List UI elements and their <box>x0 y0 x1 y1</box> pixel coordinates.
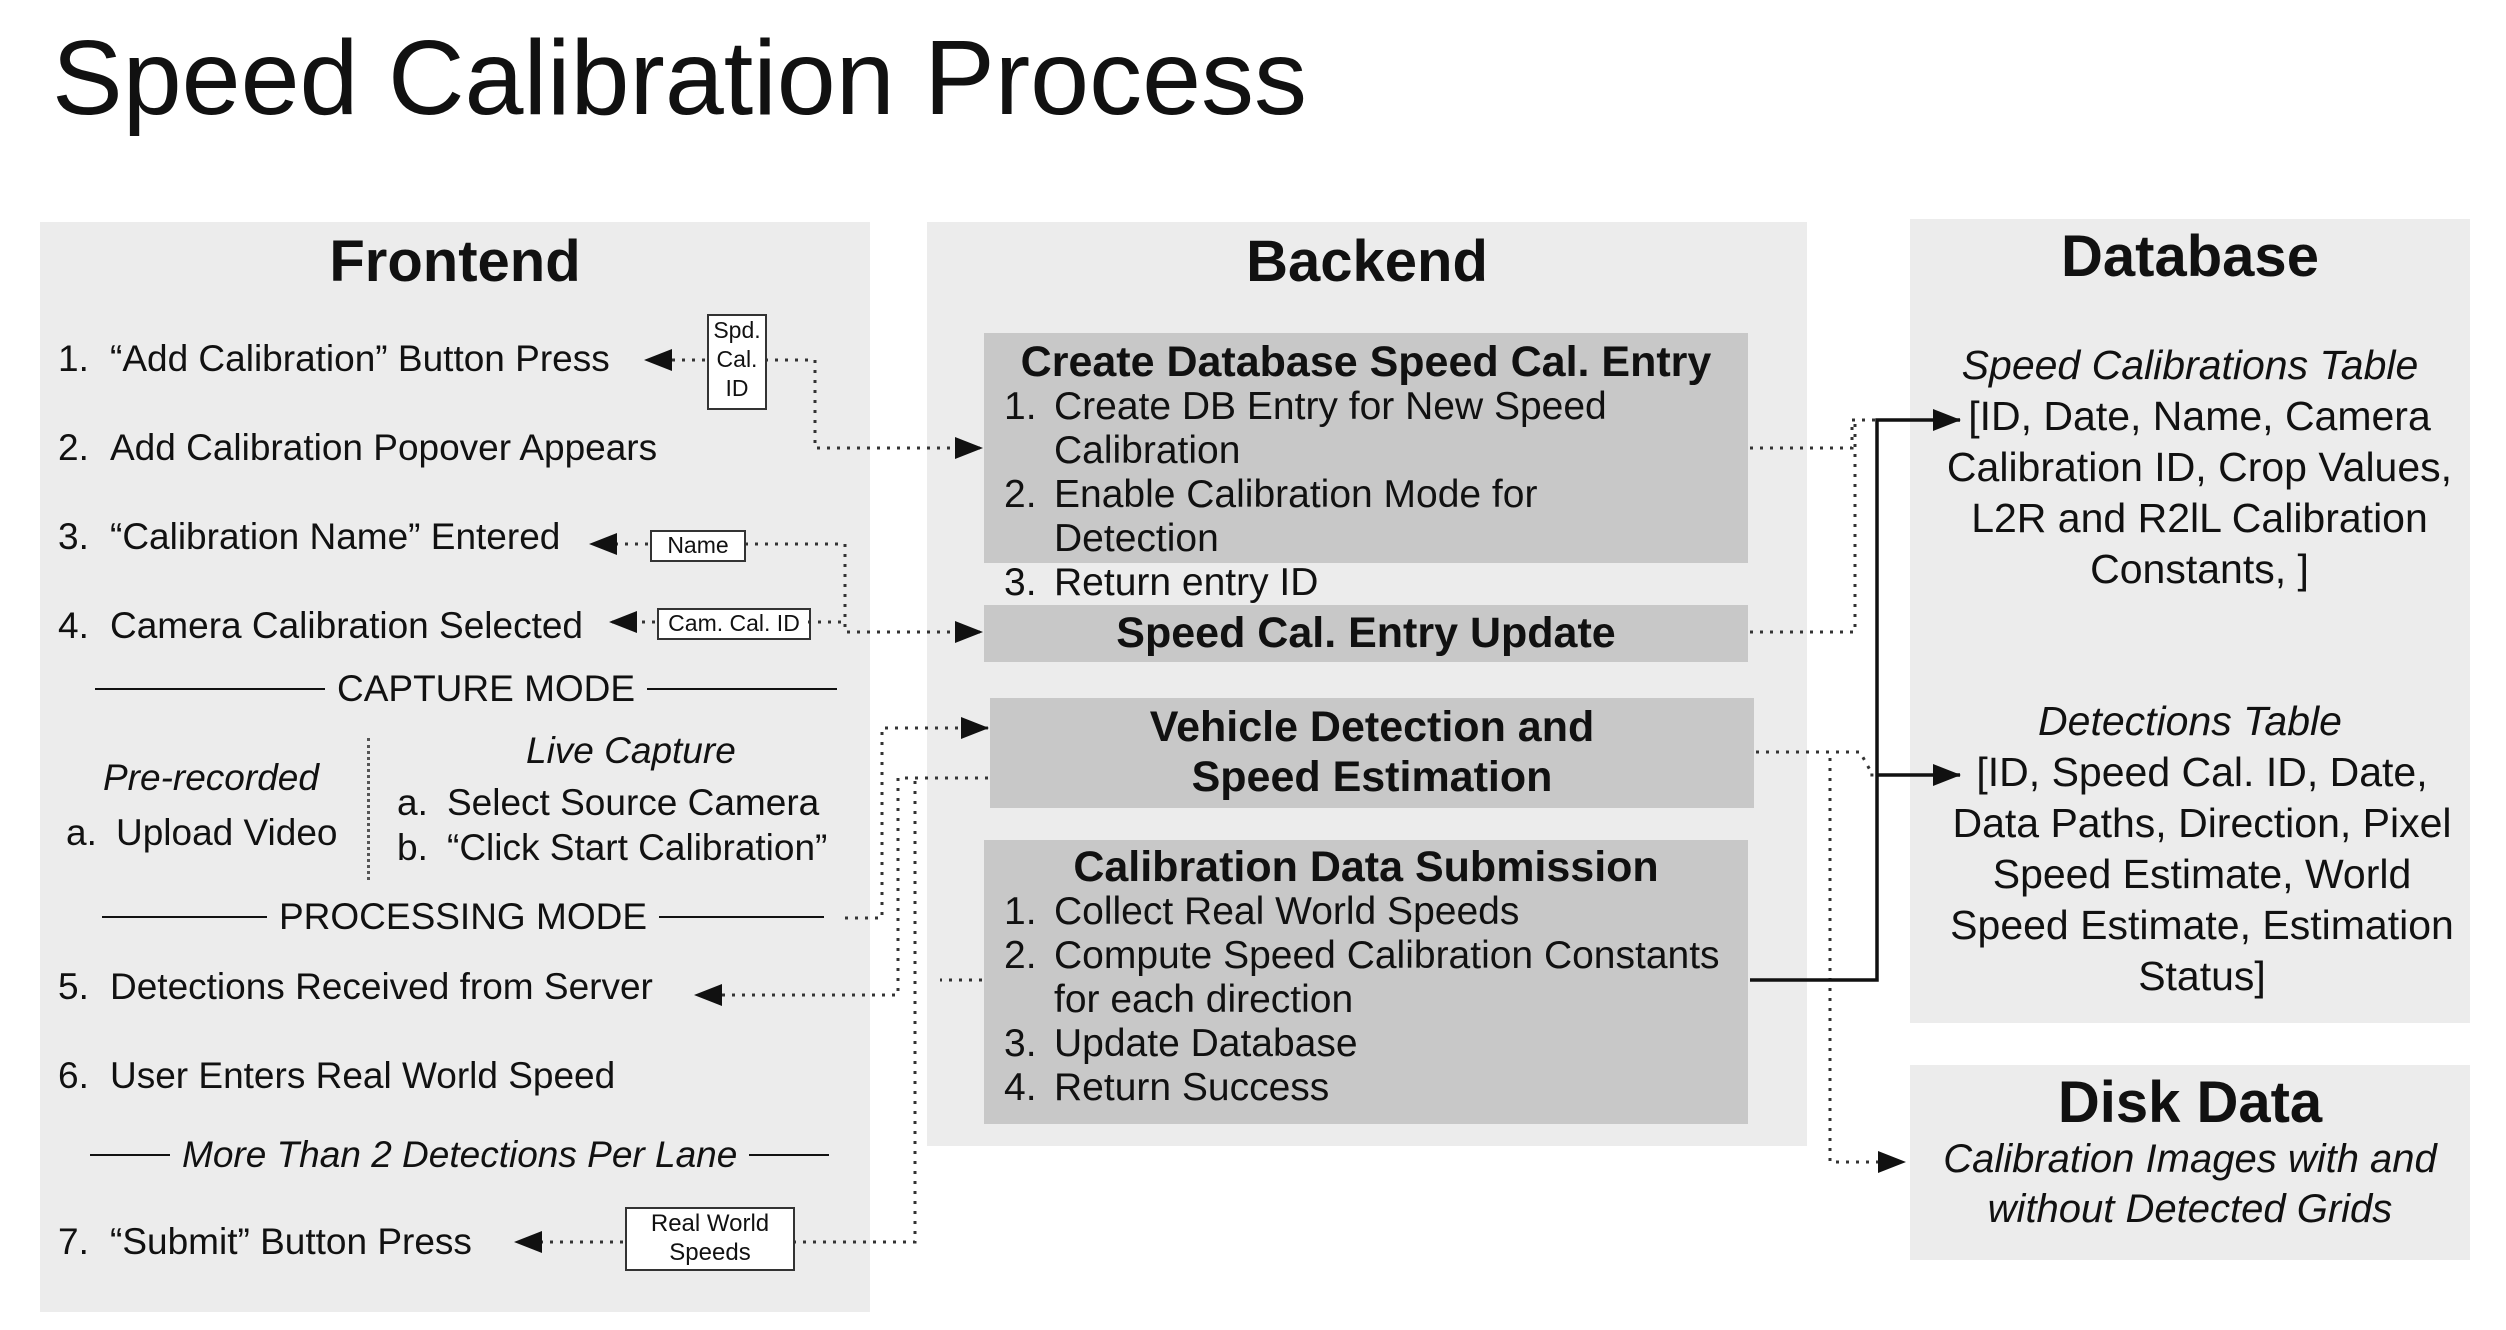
submission-step: 3.Update Database <box>1004 1022 1358 1065</box>
entry-update-box: Speed Cal. Entry Update <box>984 605 1748 662</box>
frontend-step-3: 3.“Calibration Name” Entered <box>58 516 561 557</box>
disk-text: Calibration Images with and without Dete… <box>1943 1137 2437 1231</box>
processing-mode-divider: PROCESSING MODE <box>102 896 824 938</box>
entry-update-title: Speed Cal. Entry Update <box>1116 609 1616 657</box>
database-panel: Database <box>1910 219 2470 1023</box>
frontend-step-6: 6.User Enters Real World Speed <box>58 1055 616 1096</box>
speed-table-fields: [ID, Date, Name, Camera Calibration ID, … <box>1946 393 2453 592</box>
frontend-step-2: 2.Add Calibration Popover Appears <box>58 427 658 468</box>
create-entry-title: Create Database Speed Cal. Entry <box>1020 338 1712 386</box>
submission-step: 4.Return Success <box>1004 1066 1330 1109</box>
vehicle-detection-title: Vehicle Detection and Speed Estimation <box>1149 703 1595 801</box>
database-heading: Database <box>2061 224 2319 289</box>
create-entry-steps: 1.Create DB Entry for New Speed Calibrat… <box>1004 385 1704 605</box>
frontend-step-5: 5.Detections Received from Server <box>58 966 653 1007</box>
capture-mode-divider: CAPTURE MODE <box>95 668 838 710</box>
vehicle-detection-box: Vehicle Detection and Speed Estimation <box>990 698 1754 808</box>
submission-step: 2.Compute Speed Calibration Constants fo… <box>1004 934 1720 1021</box>
tag-cam-cal-id: Cam. Cal. ID <box>657 608 811 640</box>
line-create-to-db <box>1750 418 1955 450</box>
line-real-world-speeds <box>793 775 917 1244</box>
lane-note-divider: More Than 2 Detections Per Lane <box>90 1134 830 1176</box>
speed-table-name: Speed Calibrations Table <box>1961 342 2419 388</box>
submission-step: 1.Collect Real World Speeds <box>1004 890 1520 933</box>
live-capture-heading: Live Capture <box>526 730 736 771</box>
submission-steps: 1.Collect Real World Speeds 2.Compute Sp… <box>1004 890 1724 1110</box>
arrow-to-speed-table <box>1750 409 1961 982</box>
create-entry-step: 2.Enable Calibration Mode for Detection <box>1004 473 1538 560</box>
mode-separator <box>367 738 370 880</box>
detections-table-fields: [ID, Speed Cal. ID, Date, Data Paths, Di… <box>1950 749 2454 999</box>
submission-box: Calibration Data Submission 1.Collect Re… <box>984 840 1748 1124</box>
arrow-to-create-entry <box>765 358 983 459</box>
backend-heading: Backend <box>1246 229 1488 294</box>
line-detection-to-db <box>1756 750 1955 777</box>
create-entry-step: 3.Return entry ID <box>1004 561 1319 604</box>
page-title: Speed Calibration Process <box>52 19 1308 137</box>
arrow-to-vehicle-detection <box>845 717 989 920</box>
detections-table-name: Detections Table <box>2038 698 2342 744</box>
arrow-to-entry-update <box>745 542 983 643</box>
frontend-step-7: 7.“Submit” Button Press <box>58 1221 472 1262</box>
tag-name: Name <box>650 530 746 562</box>
tag-spd-cal-id: Spd.Cal.ID <box>707 314 767 410</box>
create-entry-step: 1.Create DB Entry for New Speed Calibrat… <box>1004 385 1607 472</box>
submission-title: Calibration Data Submission <box>1073 843 1659 891</box>
prerecorded-heading: Pre-recorded <box>103 757 319 798</box>
arrow-detections-received <box>694 776 988 1006</box>
prerecorded-item: a.Upload Video <box>66 812 338 853</box>
frontend-step-4: 4.Camera Calibration Selected <box>58 605 584 646</box>
live-capture-item-a: a.Select Source Camera <box>397 782 820 823</box>
frontend-step-1: 1.“Add Calibration” Button Press <box>58 338 610 379</box>
disk-panel: Disk Data <box>1910 1065 2470 1260</box>
live-capture-item-b: b.“Click Start Calibration” <box>397 827 828 868</box>
arrow-to-disk <box>1756 750 1906 1173</box>
frontend-heading: Frontend <box>329 229 581 294</box>
disk-heading: Disk Data <box>2057 1070 2323 1135</box>
create-entry-box: Create Database Speed Cal. Entry 1.Creat… <box>984 333 1748 604</box>
